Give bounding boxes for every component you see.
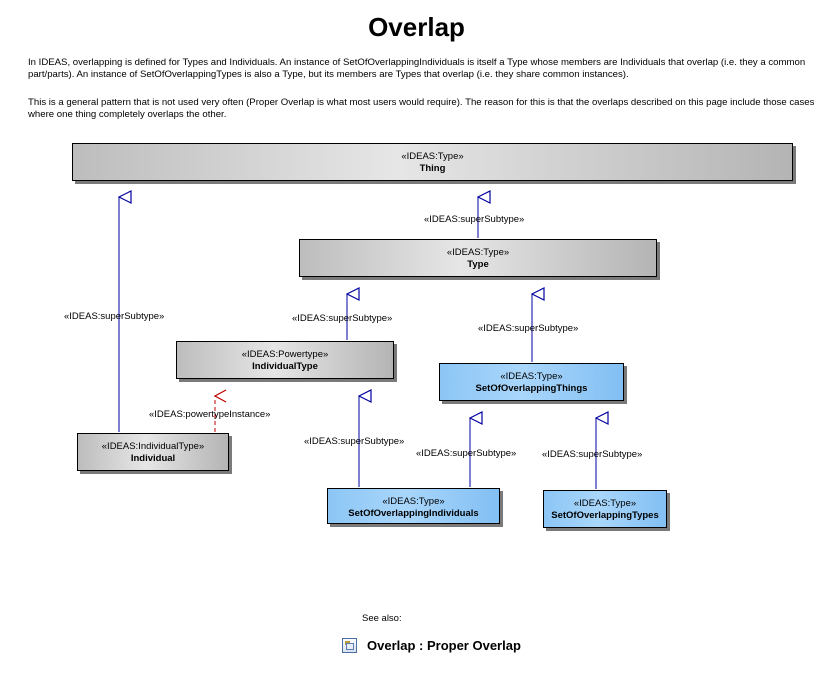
thing-stereotype: «IDEAS:Type» (401, 151, 464, 162)
individualtype-stereotype: «IDEAS:Powertype» (241, 349, 329, 360)
edge-label-type-thing: «IDEAS:superSubtype» (424, 214, 525, 225)
setofoverlappingthings-stereotype: «IDEAS:Type» (500, 371, 563, 382)
type-stereotype: «IDEAS:Type» (446, 247, 510, 258)
setofoverlappingtypes-name: SetOfOverlappingTypes (551, 510, 659, 521)
setofoverlappingthings-name: SetOfOverlappingThings (475, 383, 588, 394)
edge-label-setindividuals-individualtype: «IDEAS:superSubtype» (304, 436, 405, 447)
setofoverlappingindividuals-name: SetOfOverlappingIndividuals (348, 508, 479, 519)
setofoverlappingtypes-class-box[interactable]: «IDEAS:Type» SetOfOverlappingTypes (543, 490, 667, 528)
individualtype-class-box[interactable]: «IDEAS:Powertype» IndividualType (176, 341, 394, 379)
edge-label-setindividuals-setthings: «IDEAS:superSubtype» (416, 448, 517, 459)
page-title: Overlap (368, 12, 465, 42)
edge-label-individualtype-type: «IDEAS:superSubtype» (292, 313, 393, 324)
edge-label-settypes-setthings: «IDEAS:superSubtype» (542, 449, 643, 460)
proper-overlap-link-row[interactable]: Overlap : Proper Overlap (342, 638, 521, 653)
setofoverlappingindividuals-class-box[interactable]: «IDEAS:Type» SetOfOverlappingIndividuals (327, 488, 500, 524)
see-also-label: See also: (362, 613, 402, 624)
edge-label-individual-thing: «IDEAS:superSubtype» (64, 311, 165, 322)
thing-class-box[interactable]: «IDEAS:Type» Thing (72, 143, 793, 181)
proper-overlap-link[interactable]: Overlap : Proper Overlap (367, 638, 521, 653)
edge-label-individual-individualtype: «IDEAS:powertypeInstance» (149, 409, 271, 420)
pattern-paragraph: This is a general pattern that is not us… (28, 97, 815, 121)
setofoverlappingtypes-stereotype: «IDEAS:Type» (573, 498, 637, 509)
setofoverlappingindividuals-stereotype: «IDEAS:Type» (382, 496, 445, 507)
type-name: Type (467, 259, 489, 270)
individualtype-name: IndividualType (252, 361, 318, 372)
intro-paragraph: In IDEAS, overlapping is defined for Typ… (28, 57, 806, 81)
thing-name: Thing (419, 163, 446, 174)
setofoverlappingthings-class-box[interactable]: «IDEAS:Type» SetOfOverlappingThings (439, 363, 624, 401)
type-class-box[interactable]: «IDEAS:Type» Type (299, 239, 657, 277)
individual-name: Individual (130, 453, 176, 464)
individual-stereotype: «IDEAS:IndividualType» (101, 441, 205, 452)
diagram-link-icon[interactable] (342, 638, 357, 653)
individual-class-box[interactable]: «IDEAS:IndividualType» Individual (77, 433, 229, 471)
edge-label-setthings-type: «IDEAS:superSubtype» (478, 323, 579, 334)
